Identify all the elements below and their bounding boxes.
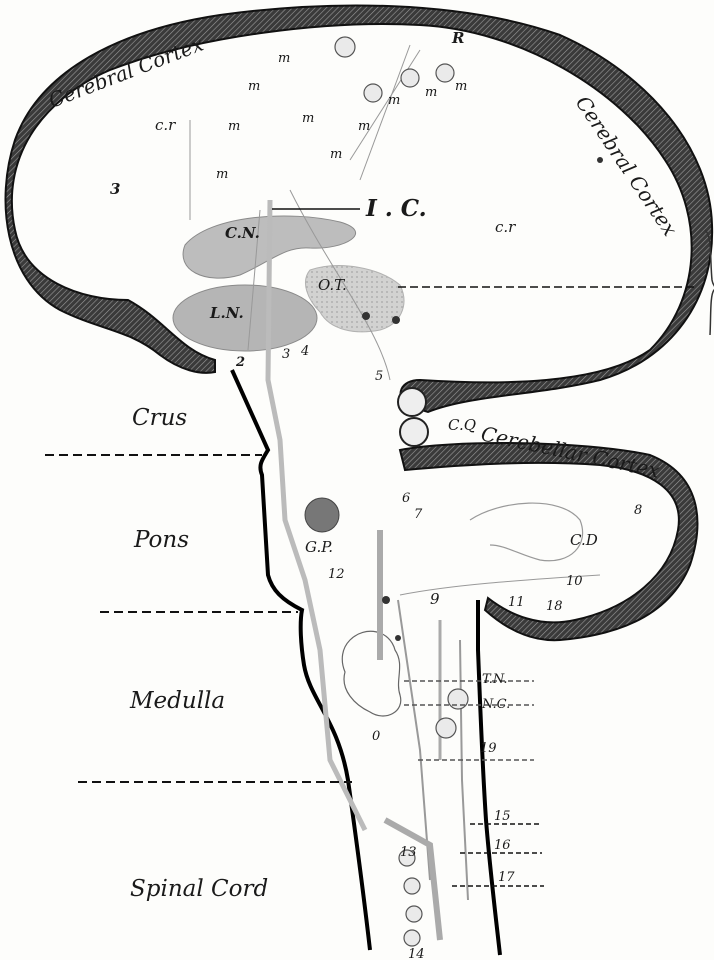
label-cr-2: c.r [495, 218, 516, 236]
label-m: m [216, 167, 228, 182]
label-cr-1: c.r [155, 116, 176, 134]
label-number-3a: 3 [110, 180, 120, 198]
label-number-11: 11 [508, 595, 525, 610]
label-number-12: 12 [328, 567, 345, 582]
label-number-19: 19 [480, 741, 497, 756]
label-number-0: 0 [372, 729, 380, 744]
label-number-4: 4 [300, 344, 309, 359]
label-CN: C.N. [225, 224, 260, 242]
label-number-10: 10 [566, 574, 583, 589]
label-number-3b: 3 [282, 347, 290, 362]
label-m: m [302, 111, 314, 126]
label-m: m [455, 79, 467, 94]
label-medulla: Medulla [129, 688, 225, 714]
gray-nucleus-pons [305, 498, 339, 532]
label-OT: O.T. [318, 276, 347, 294]
brainstem-left-outline [232, 370, 370, 950]
label-CQ: C.Q [448, 416, 476, 434]
label-number-9: 9 [430, 590, 440, 608]
label-number-8: 8 [634, 503, 642, 518]
label-number-2: 2 [235, 355, 245, 370]
label-number-5: 5 [375, 369, 383, 384]
label-R: R [451, 29, 464, 47]
label-number-18: 18 [546, 599, 563, 614]
corpora-quadrigemina-lower [400, 418, 428, 446]
label-m: m [248, 79, 260, 94]
dentate-outline [470, 503, 583, 561]
label-m: m [228, 119, 240, 134]
label-m: m [425, 85, 437, 100]
label-m: m [388, 93, 400, 108]
label-number-17: 17 [498, 870, 515, 885]
label-crus: Crus [132, 405, 187, 431]
label-number-7: 7 [414, 507, 423, 522]
label-GP: G.P. [305, 538, 333, 556]
label-pons: Pons [133, 527, 189, 553]
label-number-15: 15 [494, 809, 511, 824]
label-IC: I . C. [365, 195, 427, 222]
label-m: m [330, 147, 342, 162]
label-number-14: 14 [408, 947, 425, 960]
fiber-tracts [190, 45, 600, 940]
label-spinal-cord: Spinal Cord [130, 876, 268, 902]
brainstem-right-outline [478, 600, 500, 955]
division-lines [45, 455, 352, 782]
label-number-6: 6 [402, 491, 410, 506]
label-m: m [278, 51, 290, 66]
label-number-13: 13 [400, 845, 417, 860]
label-TN: T.N. [482, 672, 508, 687]
olive-outline [342, 631, 401, 716]
label-NC: N.C. [481, 697, 510, 712]
lenticular-nucleus [173, 285, 317, 351]
label-m: m [358, 119, 370, 134]
corpora-quadrigemina-upper [398, 388, 426, 416]
label-LN: L.N. [209, 304, 244, 322]
label-number-16: 16 [494, 838, 511, 853]
label-CD: C.D [570, 531, 598, 549]
